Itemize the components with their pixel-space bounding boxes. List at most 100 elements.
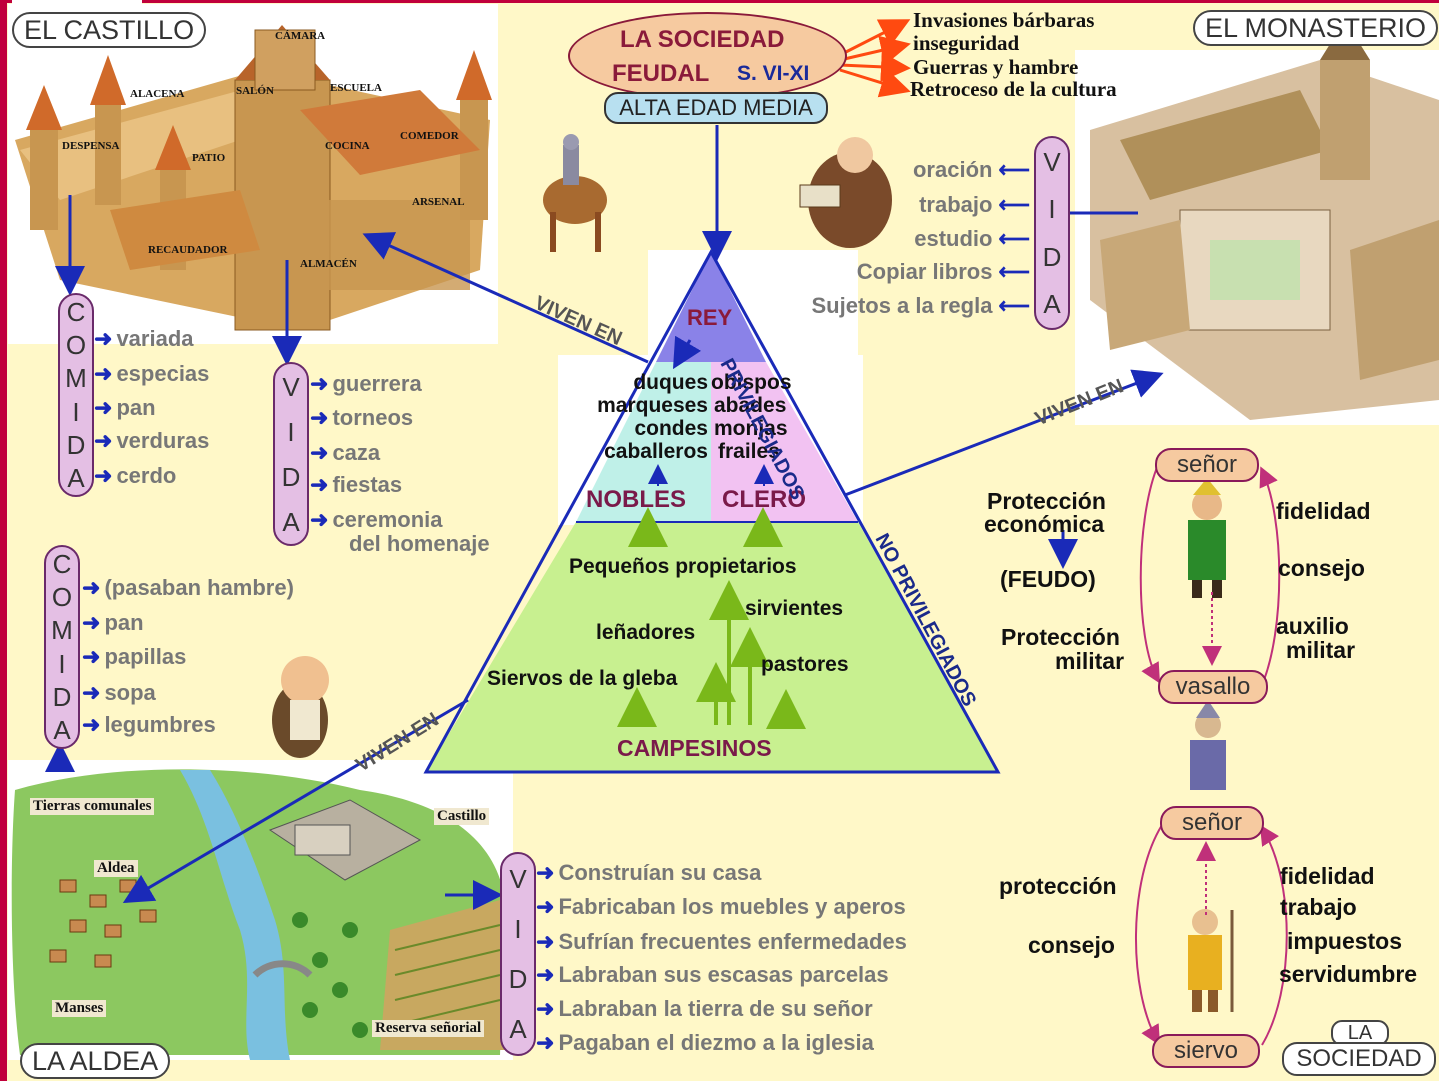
vassalage-senor: señor	[1155, 448, 1259, 482]
castle-title: EL CASTILLO	[12, 12, 207, 48]
era-pill: ALTA EDAD MEDIA	[604, 92, 828, 124]
village-comida-4: ➜legumbres	[82, 712, 216, 737]
vassalage-vasallo: vasallo	[1158, 670, 1268, 704]
vassal-figure	[1190, 700, 1226, 790]
pyramid	[423, 248, 1001, 774]
footer-sociedad: SOCIEDAD	[1282, 1042, 1436, 1076]
monastery-vida-4: Sujetos a la regla⟵	[811, 293, 1030, 318]
serfdom-senor: señor	[1160, 806, 1264, 840]
castle-label-alacena: ALACENA	[130, 88, 185, 100]
map-label-reserva: Reserva señorial	[372, 1020, 485, 1037]
vassalage-right-3: militar	[1286, 637, 1356, 663]
knight-figure	[543, 134, 607, 252]
clero-member-2: monjas	[714, 417, 788, 440]
footer-la: LA	[1331, 1020, 1389, 1046]
castle-label-salon: SALÓN	[236, 85, 274, 97]
vassalage-left-0: Protección	[987, 488, 1106, 514]
castle-label-comedor: COMEDOR	[400, 130, 459, 142]
castle-comida-2: ➜pan	[94, 395, 156, 420]
clero-member-3: frailes	[718, 440, 780, 463]
village-comida-1: ➜pan	[82, 610, 144, 635]
clero-label: CLERO	[722, 486, 806, 513]
castle-comida-0: ➜variada	[94, 326, 194, 351]
village-comida-3: ➜sopa	[82, 680, 156, 705]
nobles-member-2: condes	[634, 417, 708, 440]
campesinos-label: CAMPESINOS	[617, 735, 772, 761]
vassalage-right-2: auxilio	[1276, 613, 1349, 639]
village-vida-3: ➜Labraban sus escasas parcelas	[536, 962, 889, 987]
village-vida-4: ➜Labraban la tierra de su señor	[536, 996, 873, 1021]
title-line1: LA SOCIEDAD	[620, 26, 785, 53]
castle-label-camara: CÁMARA	[275, 30, 326, 42]
base-member-1: sirvientes	[745, 597, 844, 620]
village-comida-2: ➜papillas	[82, 644, 187, 669]
monastery-vida-1: trabajo⟵	[919, 192, 1030, 217]
peasant-figure	[272, 656, 329, 758]
serf-figure	[1188, 909, 1234, 1012]
cause-0: Invasiones bárbaras	[913, 8, 1095, 32]
serfdom-left-0: protección	[999, 873, 1117, 899]
nobles-member-1: marqueses	[597, 394, 708, 417]
base-member-2: leñadores	[596, 621, 696, 644]
castle-vida-1: ➜torneos	[310, 405, 414, 430]
serfdom-right-2: impuestos	[1287, 928, 1403, 954]
castle-label-arsenal: ARSENAL	[412, 196, 465, 208]
monastery-title: EL MONASTERIO	[1193, 10, 1439, 46]
base-member-3: pastores	[761, 653, 849, 676]
castle-comida-3: ➜verduras	[94, 428, 210, 453]
castle-vida-4: ➜ceremonia	[310, 507, 443, 532]
castle-comida-1: ➜especias	[94, 361, 210, 386]
serfdom-right-3: servidumbre	[1279, 961, 1418, 987]
map-label-aldea: Aldea	[94, 860, 138, 877]
vassalage-right-0: fidelidad	[1276, 498, 1371, 524]
serfdom-left-1: consejo	[1028, 932, 1115, 958]
village-vida-0: ➜Construían su casa	[536, 860, 762, 885]
vassalage-left-2: (FEUDO)	[1000, 566, 1096, 592]
village-title: LA ALDEA	[20, 1043, 171, 1079]
vassalage-left-3: Protección	[1001, 624, 1120, 650]
castle-vida-5: del homenaje	[349, 531, 490, 556]
lord-figure	[1188, 478, 1226, 598]
serfdom-right-0: fidelidad	[1280, 863, 1375, 889]
nobles-label: NOBLES	[586, 486, 687, 513]
castle-label-recaudador: RECAUDADOR	[148, 244, 228, 256]
serfdom-right-1: trabajo	[1280, 894, 1357, 920]
base-member-4: Siervos de la gleba	[487, 667, 678, 690]
monastery-illustration	[1090, 20, 1439, 420]
castle-label-escuela: ESCUELA	[330, 82, 382, 94]
castle-vida-0: ➜guerrera	[310, 371, 422, 396]
castle-comida-4: ➜cerdo	[94, 463, 177, 488]
monastery-vida-3: Copiar libros⟵	[856, 259, 1030, 284]
village-illustration	[11, 769, 505, 1060]
village-vida-5: ➜Pagaban el diezmo a la iglesia	[536, 1030, 874, 1055]
map-label-tierras: Tierras comunales	[30, 798, 155, 815]
base-member-0: Pequeños propietarios	[569, 555, 797, 578]
pyramid-rey: REY	[687, 305, 733, 330]
serfdom-siervo: siervo	[1152, 1034, 1260, 1068]
castle-label-despensa: DESPENSA	[62, 140, 120, 152]
title-line2: FEUDAL	[612, 60, 710, 87]
village-vida-1: ➜Fabricaban los muebles y aperos	[536, 894, 906, 919]
castle-label-cocina: COCINA	[325, 140, 370, 152]
castle-label-patio: PATIO	[192, 152, 226, 164]
monastery-vida-0: oración⟵	[912, 157, 1030, 182]
cause-1: inseguridad	[913, 31, 1020, 55]
nobles-member-3: caballeros	[604, 440, 708, 463]
castle-illustration	[15, 25, 492, 331]
vassalage-left-4: militar	[1055, 648, 1125, 674]
vassalage-right-1: consejo	[1278, 555, 1365, 581]
castle-vida-2: ➜caza	[310, 440, 381, 465]
cause-2: Guerras y hambre	[913, 55, 1079, 79]
title-period: S. VI-XI	[737, 62, 810, 85]
castle-label-almacen: ALMACÉN	[300, 258, 357, 270]
map-label-manses: Manses	[52, 1000, 107, 1017]
map-label-castillo: Castillo	[434, 808, 490, 825]
vassalage-left-1: económica	[984, 511, 1105, 537]
cause-3: Retroceso de la cultura	[910, 77, 1117, 101]
clero-member-1: abades	[714, 394, 787, 417]
